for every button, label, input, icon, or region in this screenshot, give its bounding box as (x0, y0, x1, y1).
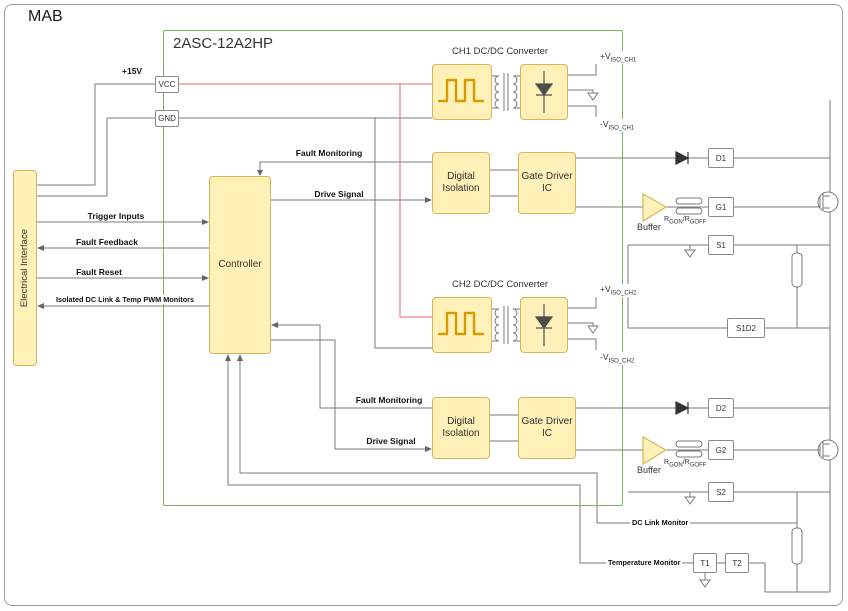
arrowheads (37, 170, 432, 452)
fault-feedback-label: Fault Feedback (74, 237, 140, 247)
module-outline (163, 30, 623, 506)
ch2-converter-title: CH2 DC/DC Converter (451, 279, 549, 290)
temperature-monitor-label: Temperature Monitor (606, 558, 683, 567)
terminal-s1d2: S1D2 (727, 318, 765, 338)
fault-reset-label: Fault Reset (74, 267, 124, 277)
vcc-terminal: VCC (155, 76, 179, 93)
terminal-t2: T2 (725, 553, 749, 573)
ch2-chopper-box (432, 297, 492, 353)
terminal-s1: S1 (708, 235, 734, 255)
ch2-vneg-label: -VISO_CH2 (600, 352, 635, 365)
trigger-inputs-label: Trigger Inputs (85, 211, 147, 221)
converter-output-wires (568, 64, 597, 350)
terminal-g1: G1 (708, 197, 734, 217)
ch1-fault-monitoring-label: Fault Monitoring (293, 148, 365, 158)
ch2-gate-resistor-label: RGON/RGOFF (664, 459, 707, 469)
ch2-drive-signal-label: Drive Signal (364, 436, 418, 446)
board-label: MAB (28, 8, 63, 25)
ch2-vpos-label: +VISO_CH2 (600, 284, 637, 297)
supply-wires (37, 83, 432, 349)
gate-output-wires (576, 157, 830, 593)
ch1-converter-title: CH1 DC/DC Converter (451, 46, 549, 57)
ch2-buffer-label: Buffer (637, 465, 661, 475)
terminal-d1: D1 (708, 148, 734, 168)
electrical-interface-box: Electrical Interface (13, 170, 37, 366)
ch1-chopper-box (432, 64, 492, 120)
ch2-digital-isolation-box: Digital Isolation (432, 397, 490, 459)
ch1-rectifier-box (520, 64, 568, 120)
ch2-gate-driver-box: Gate Driver IC (518, 397, 576, 459)
ch1-drive-signal-label: Drive Signal (312, 189, 366, 199)
isolated-monitors-label: Isolated DC Link & Temp PWM Monitors (53, 295, 197, 304)
control-signal-wires (37, 161, 797, 564)
terminal-g2: G2 (708, 440, 734, 460)
module-label: 2ASC-12A2HP (173, 35, 274, 52)
electrical-interface-label: Electrical Interface (19, 228, 31, 308)
terminal-d2: D2 (708, 398, 734, 418)
mab-board-outline (4, 4, 843, 606)
terminal-s2: S2 (708, 482, 734, 502)
ch1-gate-resistor-label: RGON/RGOFF (664, 216, 707, 226)
ch1-buffer-label: Buffer (637, 222, 661, 232)
ch1-vneg-label: -VISO_CH1 (600, 119, 635, 132)
plus-15v-label: +15V (120, 66, 145, 76)
ch1-gate-driver-box: Gate Driver IC (518, 152, 576, 214)
vcc-power-wires (179, 83, 432, 318)
dc-link-monitor-label: DC Link Monitor (630, 518, 691, 527)
ch2-fault-monitoring-label: Fault Monitoring (353, 395, 425, 405)
ch1-digital-isolation-box: Digital Isolation (432, 152, 490, 214)
controller-box: Controller (209, 176, 271, 354)
terminal-t1: T1 (693, 553, 717, 573)
gnd-terminal: GND (155, 110, 179, 127)
ch2-rectifier-box (520, 297, 568, 353)
ch1-vpos-label: +VISO_CH1 (600, 51, 637, 64)
